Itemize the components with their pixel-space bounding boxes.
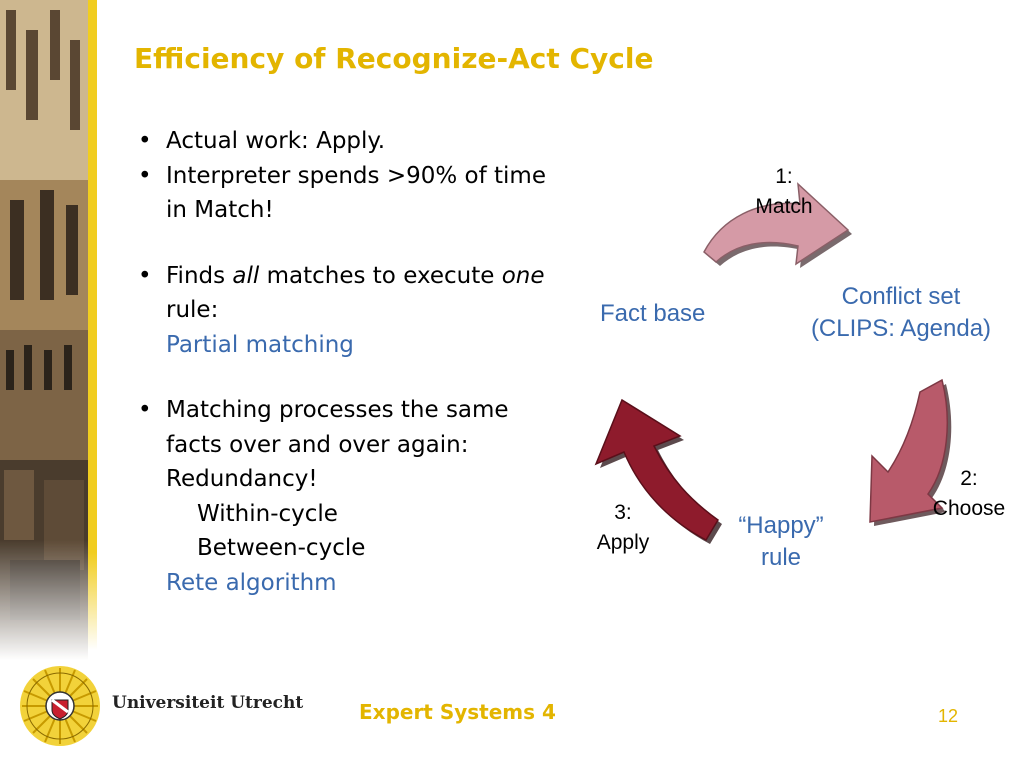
step3-apply-label: 3: Apply (586, 498, 660, 558)
between-cycle-text: Between-cycle (197, 535, 366, 561)
happy-rule-line2: rule (760, 544, 802, 571)
happy-rule-label: “Happy” rule (722, 510, 840, 574)
step1-match-label: 1: Match (742, 162, 826, 222)
step1-text: Match (755, 195, 813, 218)
slide-title: Efficiency of Recognize-Act Cycle (134, 42, 654, 75)
step2-number: 2: (960, 467, 978, 490)
conflict-set-line1: Conflict set (841, 283, 961, 310)
page-number: 12 (938, 706, 959, 726)
step3-text: Apply (596, 531, 650, 554)
conflict-set-label: Conflict set (CLIPS: Agenda) (795, 281, 1007, 345)
conflict-set-line2: (CLIPS: Agenda) (810, 315, 992, 342)
bullet-interpreter: Interpreter spends >90% of time in Match… (136, 159, 556, 228)
fact-base-label: Fact base (600, 300, 706, 327)
step1-number: 1: (775, 165, 793, 188)
course-title: Expert Systems 4 (359, 700, 556, 724)
apply-arrow (594, 398, 722, 544)
step3-number: 3: (614, 501, 632, 524)
happy-rule-line1: “Happy” (738, 512, 824, 539)
step2-choose-label: 2: Choose (924, 464, 1014, 524)
bullet-list: Actual work: Apply. Interpreter spends >… (136, 124, 556, 600)
match-arrow (703, 182, 852, 268)
bullet-finds-matches: Finds all matches to execute one rule:Pa… (136, 259, 556, 363)
university-seal-logo (20, 666, 100, 746)
cathedral-photo (0, 0, 88, 660)
bullet-matching-redundancy: Matching processes the same facts over a… (136, 393, 556, 600)
step2-text: Choose (932, 497, 1006, 520)
photo-fade (0, 540, 88, 660)
partial-matching-text: Partial matching (166, 331, 354, 358)
rete-algorithm-text: Rete algorithm (166, 569, 337, 596)
within-cycle-text: Within-cycle (197, 500, 338, 527)
choose-arrow (869, 378, 952, 526)
university-name: Universiteit Utrecht (112, 693, 304, 713)
yellow-accent-bar (88, 0, 97, 650)
bullet-actual-work: Actual work: Apply. (136, 124, 556, 159)
